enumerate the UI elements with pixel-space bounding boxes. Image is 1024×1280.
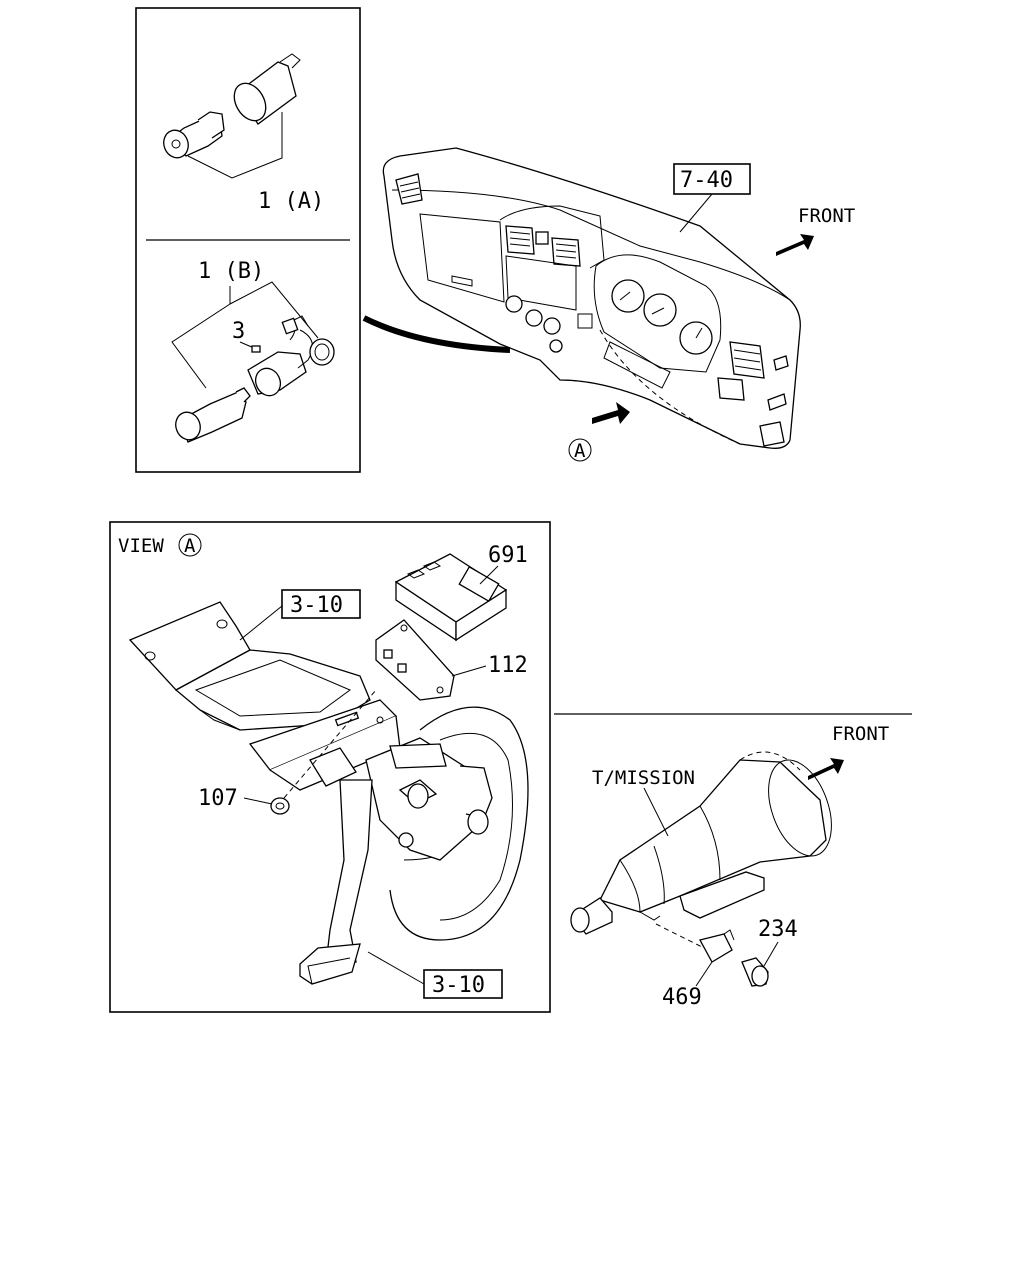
label-107: 107	[198, 786, 238, 811]
inset-connector	[362, 315, 511, 353]
stud-guide-line	[283, 689, 377, 799]
right-switch-1	[773, 355, 789, 371]
part-3-clip	[251, 345, 261, 353]
front-label-bottom: FRONT	[832, 723, 889, 745]
label-1a: 1 (A)	[258, 189, 324, 214]
center-console-bezel	[499, 205, 605, 269]
view-a-title-marker: A	[184, 535, 196, 557]
view-a-marker: A	[574, 440, 586, 462]
inset-switch-parts: 1 (A) 1 (B) 3	[135, 7, 361, 473]
leader-107	[243, 797, 273, 805]
inset-frame	[135, 7, 361, 473]
front-label-top: FRONT	[798, 205, 855, 227]
switch-housing-1b	[247, 315, 313, 397]
transmission-section: FRONT T/MISSION 469 234	[570, 723, 889, 1010]
ref-box-3-10-top	[281, 589, 361, 619]
glovebox-handle	[451, 275, 473, 287]
right-lower-panel	[759, 421, 785, 447]
dashboard-illustration: 7-40 FRONT A	[382, 147, 855, 462]
switch-knob-1a	[163, 111, 225, 159]
view-a-frame	[109, 521, 551, 1013]
label-112: 112	[488, 653, 528, 678]
label-tmission: T/MISSION	[592, 767, 695, 789]
leader-691	[479, 565, 499, 585]
front-arrow-bottom	[808, 758, 844, 780]
label-469: 469	[662, 985, 702, 1010]
control-module-691	[394, 553, 508, 642]
ref-7-40-label: 7-40	[680, 168, 733, 193]
pedal-mount-bracket	[128, 601, 371, 731]
center-display	[505, 255, 577, 311]
transmission-case	[570, 751, 832, 935]
left-air-vent	[395, 173, 423, 205]
sensor-guide-line	[655, 923, 705, 949]
right-air-vent	[717, 341, 765, 401]
label-234: 234	[758, 917, 798, 942]
switch-slot	[577, 313, 593, 329]
center-vents	[505, 225, 581, 267]
ref-3-10-top-label: 3-10	[290, 593, 343, 618]
view-a-panel: VIEW A 3-10 691	[109, 521, 551, 1013]
sensor-469	[699, 929, 735, 963]
leader-3-10-top	[239, 605, 283, 641]
brake-pedal	[299, 779, 373, 985]
leader-7-40	[679, 193, 713, 233]
steering-column-cover	[603, 341, 671, 389]
leader-3-10-bottom	[367, 951, 425, 985]
dashboard-outline	[382, 147, 801, 449]
leader-1a	[187, 112, 283, 179]
leader-234	[763, 941, 779, 967]
switch-knob-1b	[175, 387, 251, 443]
switch-housing-1a	[233, 53, 301, 125]
leader-112	[451, 665, 487, 677]
hvac-knobs	[505, 295, 563, 353]
nut-107	[270, 797, 290, 815]
label-3: 3	[232, 319, 245, 344]
ref-3-10-bottom-label: 3-10	[432, 973, 485, 998]
view-a-arrow	[592, 402, 630, 424]
plug-234	[741, 957, 769, 987]
label-1b: 1 (B)	[198, 259, 264, 284]
right-switch-2	[767, 393, 787, 411]
instrument-cluster	[593, 254, 722, 373]
dashboard-top-edge	[391, 189, 791, 301]
front-arrow-top	[776, 234, 814, 256]
view-a-title-circle	[178, 533, 202, 557]
view-a-title: VIEW	[118, 535, 164, 557]
leader-469	[695, 961, 713, 987]
label-691: 691	[488, 543, 528, 568]
module-bracket-112	[375, 619, 455, 701]
pedal-support	[248, 699, 493, 861]
leader-tmission	[643, 787, 669, 837]
glovebox	[419, 213, 505, 303]
knee-bolster-hidden	[599, 329, 741, 445]
lock-ring	[309, 338, 335, 366]
view-a-circle	[568, 438, 592, 462]
leader-1b	[171, 281, 319, 389]
